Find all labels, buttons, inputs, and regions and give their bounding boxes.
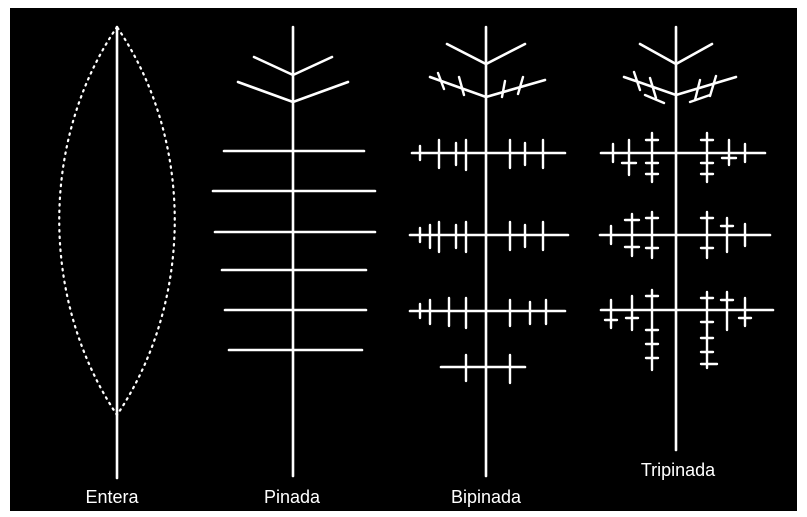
tripinada-pinnules-2 xyxy=(609,210,747,260)
bipinada-pinnules-2 xyxy=(418,220,545,254)
bipinada-apex-vein-1 xyxy=(445,42,527,66)
tripinada-apex-vein-1 xyxy=(638,42,714,66)
leaf-tripinada xyxy=(598,25,775,452)
entera-outline xyxy=(58,25,176,417)
pinada-apex-vein-1 xyxy=(252,55,334,77)
pinada-apex-vein-2 xyxy=(236,80,350,104)
bipinada-pinnules-4 xyxy=(464,353,512,385)
bipinada-pinnules-1 xyxy=(418,138,545,172)
bipinada-apex-pinnules xyxy=(436,71,525,99)
label-tripinada: Tripinada xyxy=(641,460,716,480)
leaf-bipinada xyxy=(408,25,570,478)
tripinada-pinnules-3 xyxy=(603,288,753,372)
bipinada-pinnules-3 xyxy=(418,296,548,330)
label-entera: Entera xyxy=(85,487,139,507)
leaf-pinada xyxy=(211,25,377,478)
tripinada-apex-vein-2 xyxy=(622,75,738,97)
label-bipinada: Bipinada xyxy=(451,487,522,507)
leaf-entera xyxy=(58,25,176,480)
bipinada-apex-vein-2 xyxy=(428,75,547,99)
tripinada-pinnules-1 xyxy=(611,131,747,184)
diagram-background xyxy=(10,8,797,511)
label-pinada: Pinada xyxy=(264,487,321,507)
tripinada-apex-pinnules xyxy=(632,70,718,105)
